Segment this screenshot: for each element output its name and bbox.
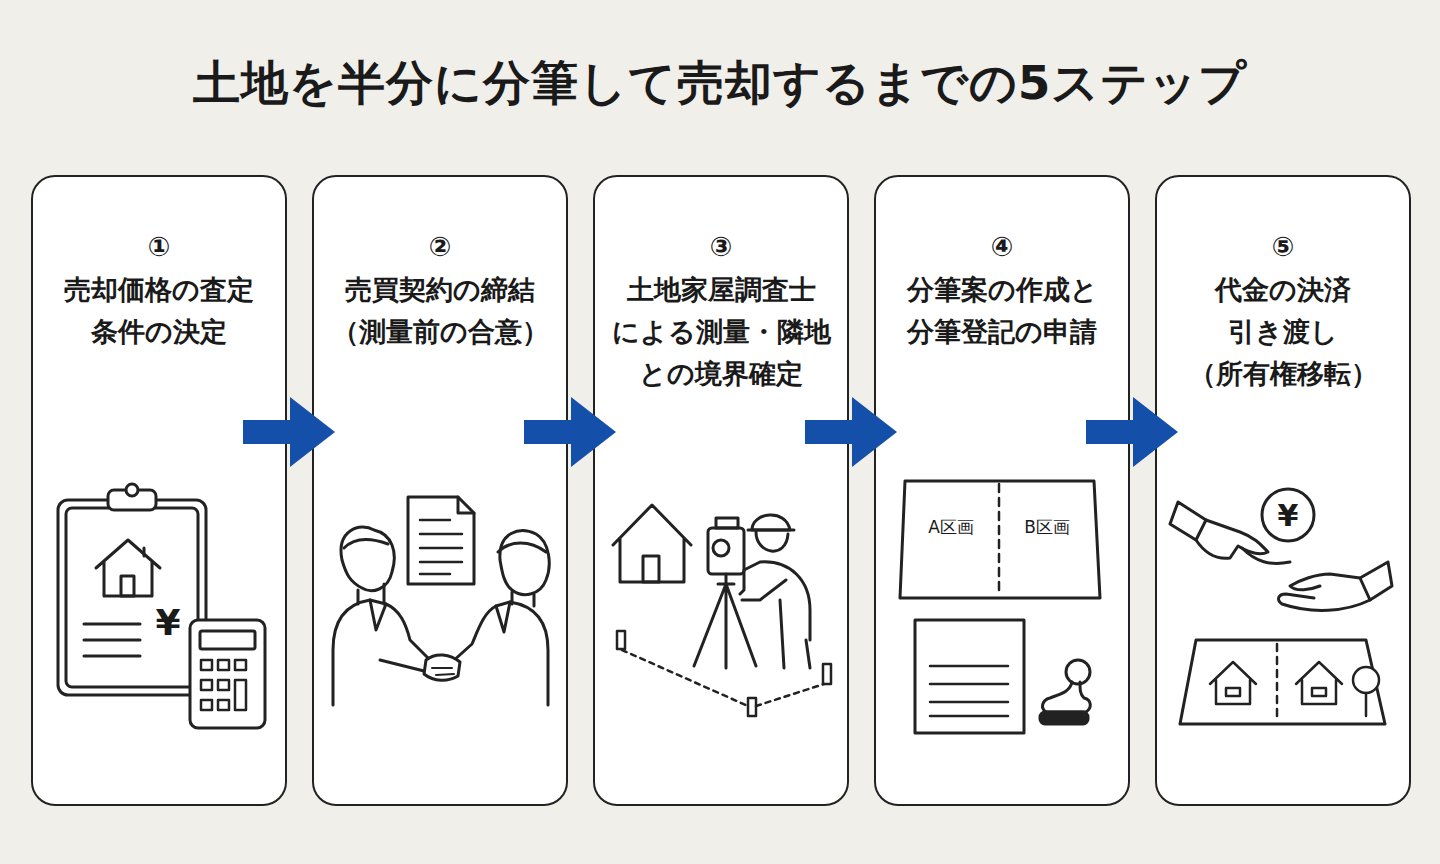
step-number: ① xyxy=(33,229,285,265)
hand-receiving xyxy=(1279,562,1392,610)
person-left xyxy=(333,527,430,705)
yen-sign: ¥ xyxy=(1278,498,1299,533)
diagram-title: 土地を半分に分筆して売却するまでの5ステップ xyxy=(0,52,1440,115)
person-right xyxy=(424,531,549,705)
coin xyxy=(1262,489,1314,541)
step-number: ④ xyxy=(876,229,1128,265)
flow-arrow xyxy=(243,397,335,467)
step-number: ③ xyxy=(595,229,847,265)
flow-arrow xyxy=(524,397,616,467)
boundary-stakes xyxy=(617,631,831,716)
seal-stamp xyxy=(1040,660,1090,724)
step-heading: 分筆案の作成と 分筆登記の申請 xyxy=(880,269,1124,353)
step-heading: 代金の決済 引き渡し （所有権移転） xyxy=(1161,269,1405,395)
contract-document xyxy=(408,497,474,584)
flow-arrow xyxy=(1086,397,1178,467)
clipboard-icon xyxy=(58,484,206,695)
step-box: ② 売買契約の締結 （測量前の合意） xyxy=(312,175,568,806)
step-heading: 売買契約の締結 （測量前の合意） xyxy=(318,269,562,353)
step-number: ⑤ xyxy=(1157,229,1409,265)
step-box: ③ 土地家屋調査士 による測量・隣地 との境界確定 xyxy=(593,175,849,806)
parcel-label: A区画 xyxy=(928,516,974,539)
flow-arrow xyxy=(805,397,897,467)
house-icon xyxy=(613,505,691,582)
step-number: ② xyxy=(314,229,566,265)
surveyor xyxy=(740,515,810,668)
total-station xyxy=(694,518,756,668)
yen-sign: ¥ xyxy=(155,602,180,643)
parcel-plan xyxy=(900,481,1100,598)
handover-plot xyxy=(1180,640,1385,724)
registration-document xyxy=(915,620,1024,733)
step-heading: 土地家屋調査士 による測量・隣地 との境界確定 xyxy=(599,269,843,395)
step-heading: 売却価格の査定 条件の決定 xyxy=(37,269,281,353)
parcel-label: B区画 xyxy=(1024,516,1070,539)
calculator-icon xyxy=(190,620,265,728)
